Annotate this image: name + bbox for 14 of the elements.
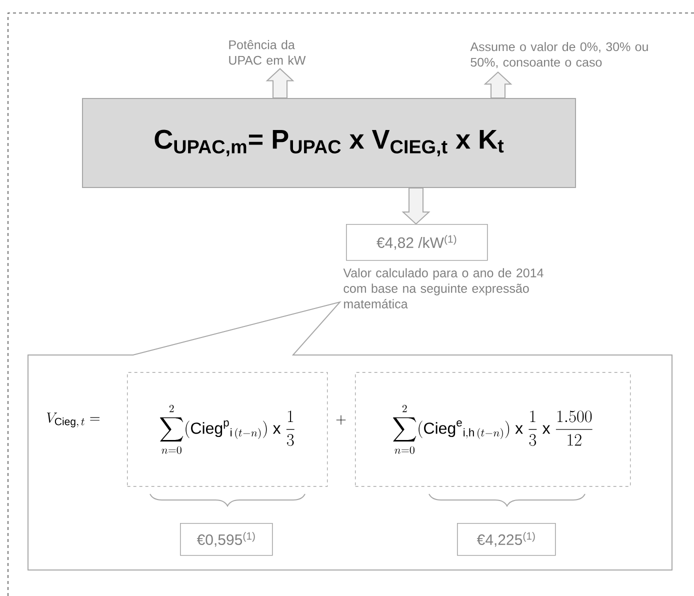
annotation-text: Assume o valor de 0%, 30% ou 50%, consoante o caso [470,42,648,68]
formula-text: $V_{\mathrm{Cieg},\,t} =$ [47,412,100,428]
formula-term-box: $\sum_{n=0}^{2} (\mathrm{Cieg}^{\mathrm{e}}{}_{\mathrm{i,h}\,(t-n)})\ \mathrm{x}\ \frac{1}{3}\ \mathrm{x}\ \frac{1.500}{12}$ [355,372,631,487]
callout-text: Valor calculado para o ano de 2014 com base na seguinte expressão matemática [343,268,544,308]
formula-box: $\textbf{C}_{\textbf{UPAC,m}}\textbf{=}\ \textbf{P}_{\textbf{UPAC}}\ \textbf{x}\ \textbf{V}_{\textbf{CIEG,t}}\ \textbf{x}\ \textbf{K}_{\textbf{t}}$ [82,98,576,188]
value-box: €0,595$^{(1)}$ [180,523,273,556]
formula-term-box: $\sum_{n=0}^{2} (\mathrm{Cieg}^{\mathrm{p}}{}_{\mathrm{i}\,(t-n)})\ \mathrm{x}\ \frac{1}{3}$ [127,372,328,487]
block-arrow [402,188,430,225]
block-arrow [484,71,512,98]
annotation-text: Potência da UPAC em kW [229,40,306,65]
block-arrow [266,68,294,98]
plus-sign: $+$ [336,415,346,425]
value-box: €4,82 /kW$^{(1)}$ [346,224,488,261]
value-box: €4,225$^{(1)}$ [457,523,556,556]
